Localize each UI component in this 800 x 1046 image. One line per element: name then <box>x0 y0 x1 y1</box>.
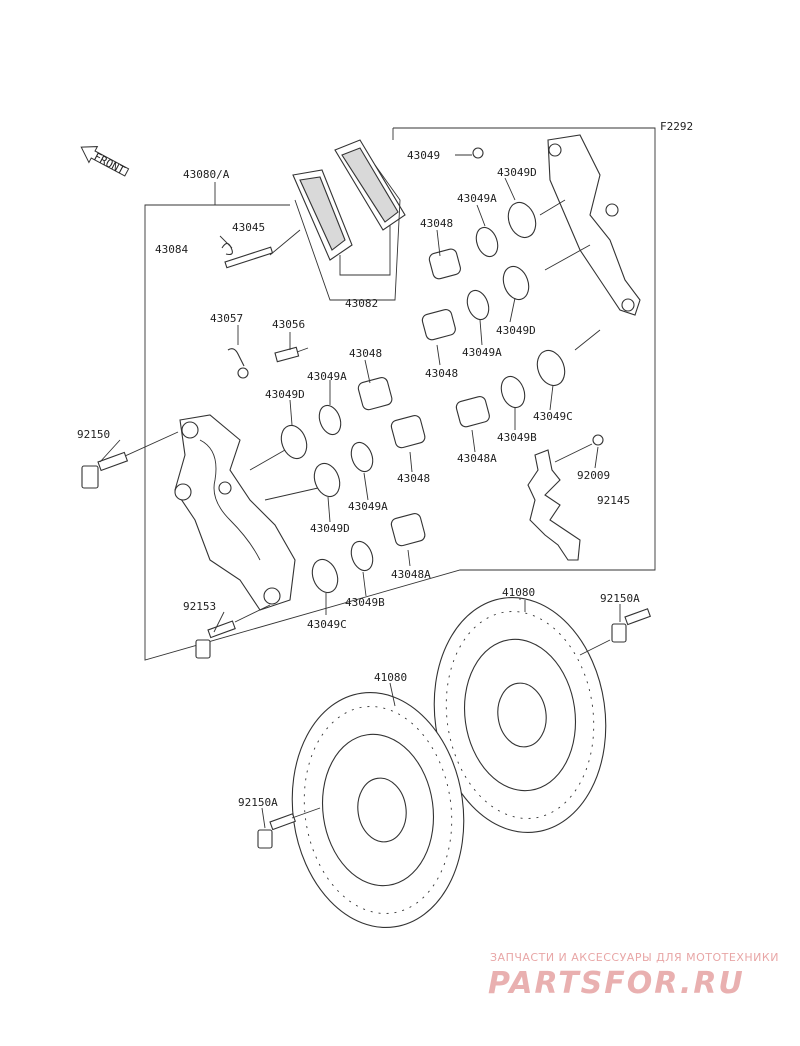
watermark-logo: PARTSFOR.RU <box>488 966 745 1001</box>
label-nut-right: 92009 <box>577 469 610 482</box>
label-bolt-disc-upper: 92150A <box>600 592 640 605</box>
label-ring-d-center-low: 43049D <box>310 522 350 535</box>
label-bolt-disc-lower: 92150A <box>238 796 278 809</box>
bolt-92150 <box>81 431 179 489</box>
bolt-92153 <box>195 604 271 659</box>
label-bolt-left: 92150 <box>77 428 110 441</box>
bolt-92150a-lower <box>257 807 321 849</box>
caliper-body <box>174 414 296 611</box>
label-ring-a-mid-right: 43049A <box>462 346 502 359</box>
label-bleeder-cap: 43057 <box>210 312 243 325</box>
label-pads: 43082 <box>345 297 378 310</box>
label-ring-d-center: 43049D <box>265 388 305 401</box>
label-ring-c-right: 43049C <box>533 410 573 423</box>
front-arrow-icon: FRONT <box>80 146 130 177</box>
label-bracket-right: 92145 <box>597 494 630 507</box>
label-ring-a-center: 43049A <box>307 370 347 383</box>
label-piston-right: 43048A <box>457 452 497 465</box>
label-caliper-asm: 43080/A <box>183 168 230 181</box>
label-pin: 43045 <box>232 221 265 234</box>
label-bleeder-valve: 43056 <box>272 318 305 331</box>
diagram-code: F2292 <box>660 120 693 133</box>
label-ring-d-top: 43049D <box>497 166 537 179</box>
label-bolt-lower: 92153 <box>183 600 216 613</box>
bleeder-valve <box>227 346 309 379</box>
label-ring-a-center-low: 43049A <box>348 500 388 513</box>
caliper-half-right <box>539 134 641 351</box>
brake-disc-upper <box>433 597 611 833</box>
label-disc-upper: 41080 <box>502 586 535 599</box>
pin <box>221 229 301 269</box>
label-piston-mid-right: 43048 <box>425 367 458 380</box>
label-disc-lower: 41080 <box>374 671 407 684</box>
label-ring-a-top: 43049A <box>457 192 497 205</box>
seals-and-pistons <box>249 201 566 594</box>
label-piston-top: 43048 <box>420 217 453 230</box>
leader-lines <box>99 177 621 829</box>
label-pin-clip: 43084 <box>155 243 188 256</box>
caliper-frame <box>144 127 656 661</box>
bracket-right <box>527 434 604 561</box>
brake-pads <box>292 139 406 301</box>
label-ring-b-center-low: 43049B <box>345 596 385 609</box>
label-piston-center-top: 43048 <box>349 347 382 360</box>
label-spring: 43049 <box>407 149 440 162</box>
label-ring-b-right: 43049B <box>497 431 537 444</box>
label-ring-c-center-low: 43049C <box>307 618 347 631</box>
front-arrow-label: FRONT <box>92 150 128 177</box>
brake-disc-lower <box>291 692 465 928</box>
watermark-caption: ЗАПЧАСТИ И АКСЕССУАРЫ ДЛЯ МОТОТЕХНИКИ <box>490 951 779 964</box>
label-piston-center-mid: 43048 <box>397 472 430 485</box>
label-piston-center-low: 43048A <box>391 568 431 581</box>
bolt-92150a-upper <box>611 608 651 643</box>
label-ring-d-mid-right: 43049D <box>496 324 536 337</box>
spring <box>472 147 484 159</box>
